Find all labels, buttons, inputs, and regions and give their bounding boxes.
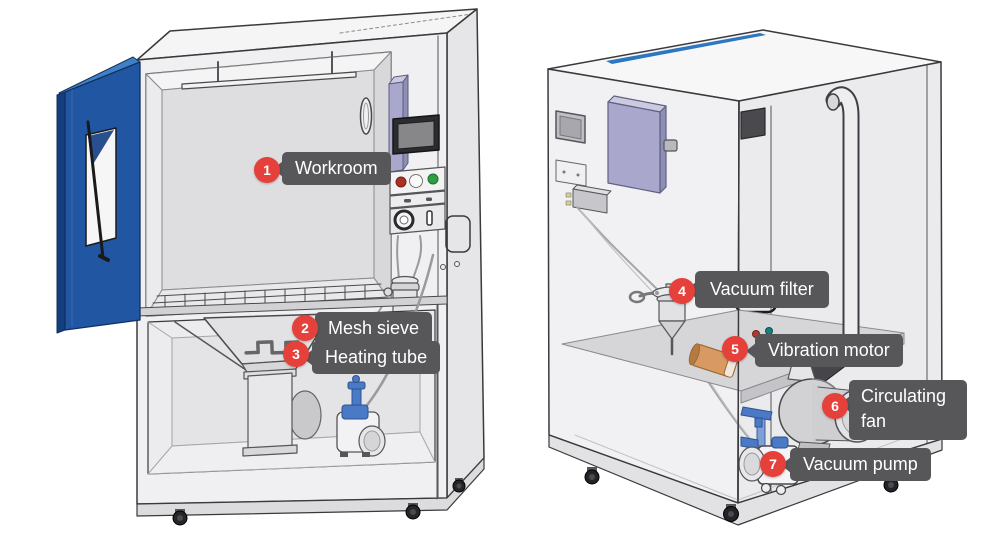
hopper-column (242, 368, 298, 457)
callout-label: Circulating fan (840, 380, 967, 440)
callout-label: Vacuum pump (781, 448, 931, 481)
side-screen (555, 110, 586, 144)
exhaust-pipe (825, 86, 860, 361)
callout-label: Heating tube (302, 341, 441, 374)
callout-label: Vacuum filter (686, 271, 829, 308)
door-handle-outline (440, 215, 471, 270)
casters-right-machine (584, 467, 899, 522)
callout-label: Vibration motor (746, 334, 903, 367)
slot-panel (389, 190, 446, 209)
vent-port (740, 107, 766, 140)
cutaway-view-machine (547, 29, 943, 526)
callout-label: Workroom (273, 152, 391, 185)
chamber-door (56, 56, 141, 334)
callout-number-badge: 4 (669, 278, 695, 304)
door-wiper (86, 120, 110, 262)
control-knob-panel (389, 203, 446, 235)
callout-number-badge: 1 (254, 157, 280, 183)
electrical-box (607, 95, 678, 194)
touchscreen (392, 114, 440, 155)
callout-label: Mesh sieve (305, 312, 433, 345)
vacuum-pump-part (738, 406, 799, 496)
side-port (359, 97, 373, 135)
specimen-grille (149, 283, 389, 311)
indicator-buttons (389, 166, 446, 196)
front-view-machine (56, 8, 485, 526)
callout-number-badge: 3 (283, 341, 309, 367)
blower-housing (288, 390, 322, 440)
hanging-rod (181, 51, 357, 90)
callout-number-badge: 2 (292, 315, 318, 341)
callout-number-badge: 6 (822, 393, 848, 419)
callout-number-badge: 7 (760, 451, 786, 477)
casters-left-machine (172, 478, 466, 526)
top-edge-strip (606, 33, 766, 64)
terminal-panels (555, 159, 612, 214)
callout-number-badge: 5 (722, 336, 748, 362)
